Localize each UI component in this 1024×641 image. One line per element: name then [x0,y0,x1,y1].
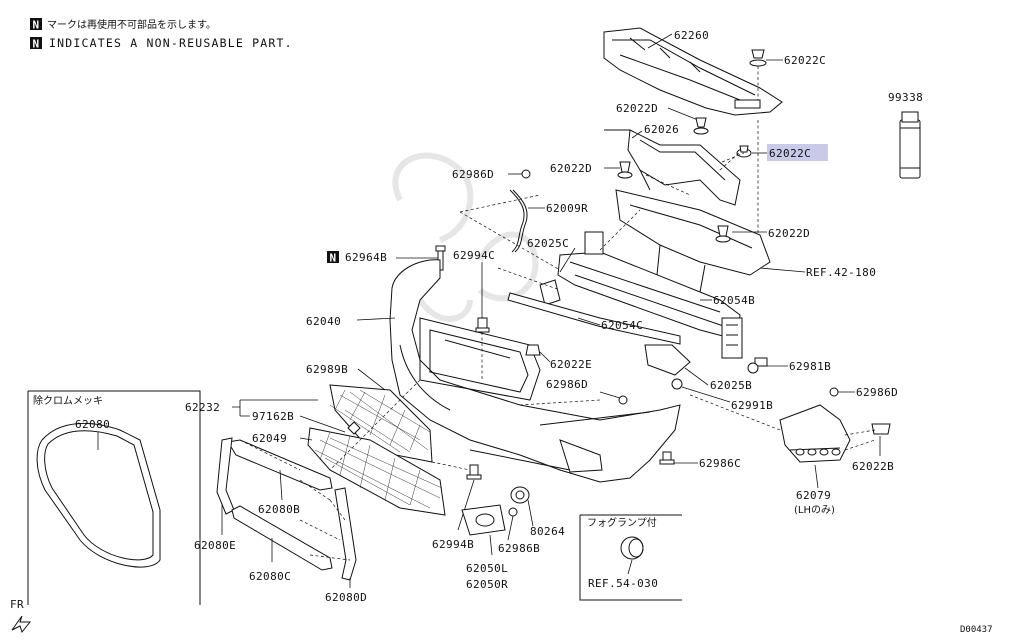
label-62022D-b[interactable]: 62022D [550,162,592,175]
part-molding-62080E[interactable] [216,437,235,515]
part-clip-62022C-top[interactable] [749,49,767,67]
part-absorber-62025B[interactable] [644,344,691,376]
part-molding-62080C[interactable] [231,505,333,571]
label-62986D-b[interactable]: 62986D [546,378,588,391]
label-62022D-c[interactable]: 62022D [768,227,810,240]
svg-text:N: N [33,38,40,51]
label-62232[interactable]: 62232 [185,401,220,414]
svg-text:INDICATES A NON-REUSABLE PART.: INDICATES A NON-REUSABLE PART. [49,36,293,50]
label-62079[interactable]: 62079 [796,489,831,502]
note-jp: N マークは再使用不可部品を示します。 [30,18,216,32]
label-62260[interactable]: 62260 [674,29,709,42]
part-screw-62994C[interactable] [475,317,490,333]
part-bracket-62026[interactable] [604,129,741,206]
label-62986D-c[interactable]: 62986D [856,386,898,399]
part-bracket-62079[interactable] [779,404,851,463]
part-clip-62022D-a[interactable] [693,117,709,135]
part-screw-62986D-b[interactable] [618,395,628,405]
part-screw-62986C[interactable] [659,451,675,465]
label-62022C-top[interactable]: 62022C [784,54,826,67]
label-62080B[interactable]: 62080B [258,503,300,516]
label-62986B[interactable]: 62986B [498,542,540,555]
label-62050L[interactable]: 62050L [466,562,508,575]
label-62022C-highlighted[interactable]: 62022C [769,147,811,160]
label-lh-only: (LHのみ) [794,505,835,516]
part-clip-62022D-c[interactable] [715,225,731,243]
part-clip-62022B[interactable] [871,423,891,435]
label-62080C[interactable]: 62080C [249,570,291,583]
label-62050R[interactable]: 62050R [466,578,508,591]
part-screw-62986B[interactable] [508,507,518,517]
part-clip-62022E[interactable] [525,344,541,356]
label-62989B[interactable]: 62989B [306,363,348,376]
svg-text:FR: FR [10,598,24,611]
part-screw-62986D-a[interactable] [521,169,531,179]
label-97162B[interactable]: 97162B [252,410,294,423]
bracket-62232 [232,399,318,417]
part-screw-62994B[interactable] [466,464,482,480]
label-62986D-a[interactable]: 62986D [452,168,494,181]
label-62026[interactable]: 62026 [644,123,679,136]
chrome-delete-box: 除クロムメッキ 62080 [27,390,201,605]
svg-text:フォグランプ付: フォグランプ付 [587,516,657,529]
svg-text:N: N [330,252,337,265]
part-undercover-62260[interactable] [603,27,783,116]
label-62022D-a[interactable]: 62022D [616,102,658,115]
fog-lamp-box: フォグランプ付 REF.54-030 [579,514,682,601]
part-reinforcement-62054B[interactable] [557,231,743,359]
part-fog-cover-62050[interactable] [461,504,506,536]
label-62049[interactable]: 62049 [252,432,287,445]
label-62022E[interactable]: 62022E [550,358,592,371]
label-99338[interactable]: 99338 [888,91,923,104]
label-62009R[interactable]: 62009R [546,202,588,215]
part-absorber-62025C[interactable] [539,279,561,306]
label-62040[interactable]: 62040 [306,315,341,328]
svg-text:マークは再使用不可部品を示します。: マークは再使用不可部品を示します。 [47,18,216,31]
guide-lines [239,151,741,561]
svg-text:除クロムメッキ: 除クロムメッキ [33,394,103,407]
label-62080D[interactable]: 62080D [325,591,367,604]
part-nut-62991B[interactable] [671,378,683,390]
nonreusable-marker [327,251,339,263]
label-80264[interactable]: 80264 [530,525,565,538]
label-62054C[interactable]: 62054C [601,319,643,332]
label-62981B[interactable]: 62981B [789,360,831,373]
label-62964B[interactable]: 62964B [345,251,387,264]
part-fog-socket-80264[interactable] [510,486,530,504]
part-screw-62986D-c[interactable] [829,387,839,397]
label-62025C[interactable]: 62025C [527,237,569,250]
label-62054B[interactable]: 62054B [713,294,755,307]
label-62991B[interactable]: 62991B [731,399,773,412]
part-sealant-99338[interactable] [899,111,921,179]
part-grille-62049[interactable] [307,427,446,516]
label-62025B[interactable]: 62025B [710,379,752,392]
watermark-logo [392,152,539,322]
label-62994C[interactable]: 62994C [453,249,495,262]
label-62994B[interactable]: 62994B [432,538,474,551]
part-emblem-97162B[interactable] [347,421,361,435]
drawing-code: D00437 [960,625,993,635]
part-retainer-62054C[interactable] [507,292,681,345]
part-bumper-62040[interactable] [389,259,681,483]
part-molding-62080D[interactable] [334,487,357,581]
label-62080E[interactable]: 62080E [194,539,236,552]
label-62080[interactable]: 62080 [75,418,110,431]
part-bolt-62981B[interactable] [747,357,768,374]
highlight-62022C [767,144,828,161]
front-direction-arrow-icon: FR [10,598,32,634]
label-ref42-180[interactable]: REF.42-180 [806,266,876,279]
part-clip-62022D-b[interactable] [617,161,633,179]
note-en: N INDICATES A NON-REUSABLE PART. [30,36,293,51]
label-62986C[interactable]: 62986C [699,457,741,470]
label-62022B[interactable]: 62022B [852,460,894,473]
label-ref54-030[interactable]: REF.54-030 [588,577,658,590]
svg-text:N: N [33,19,40,32]
